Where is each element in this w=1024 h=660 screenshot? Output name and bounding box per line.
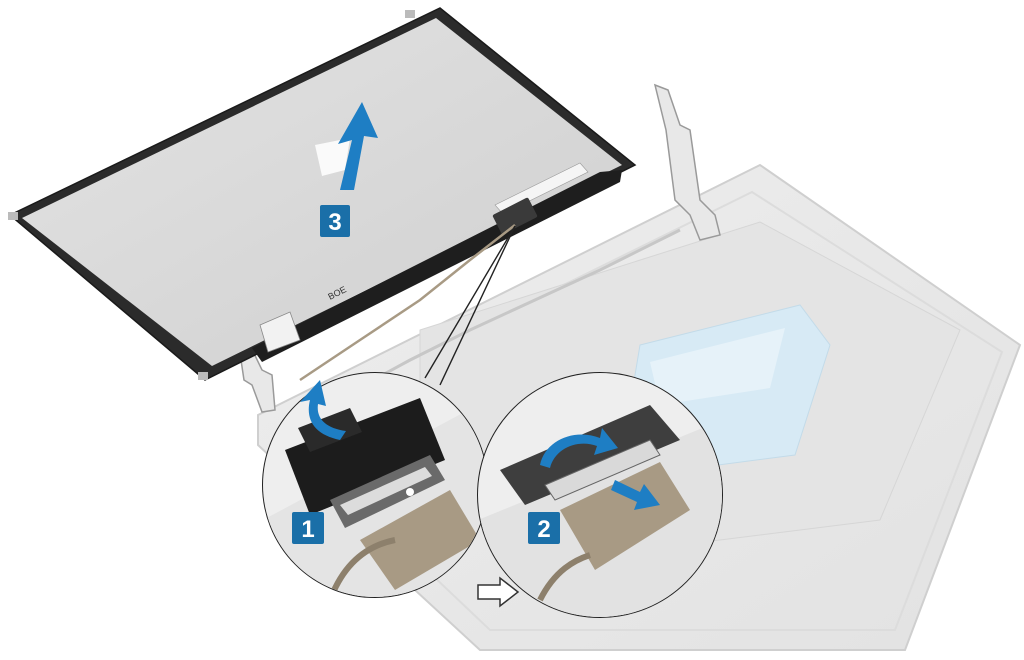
direction-arrow-icon	[477, 576, 520, 608]
step-badge-3: 3	[320, 205, 350, 237]
pull-arrow-icon	[611, 480, 660, 510]
peel-arrow-icon	[300, 380, 346, 440]
lift-arrow-icon	[315, 102, 378, 190]
lcd-panel: BOE	[8, 7, 637, 381]
right-hinge	[653, 83, 721, 241]
step-badge-2: 2	[528, 512, 560, 544]
svg-text:2: 2	[537, 516, 550, 543]
callout-disconnect-tape	[262, 372, 488, 598]
callout-release-latch	[477, 372, 723, 618]
svg-text:3: 3	[328, 209, 341, 236]
rotate-arrow-icon	[540, 428, 618, 468]
callout-leader-lines	[424, 225, 516, 386]
step-badge-1: 1	[292, 512, 324, 544]
svg-text:1: 1	[301, 516, 314, 543]
